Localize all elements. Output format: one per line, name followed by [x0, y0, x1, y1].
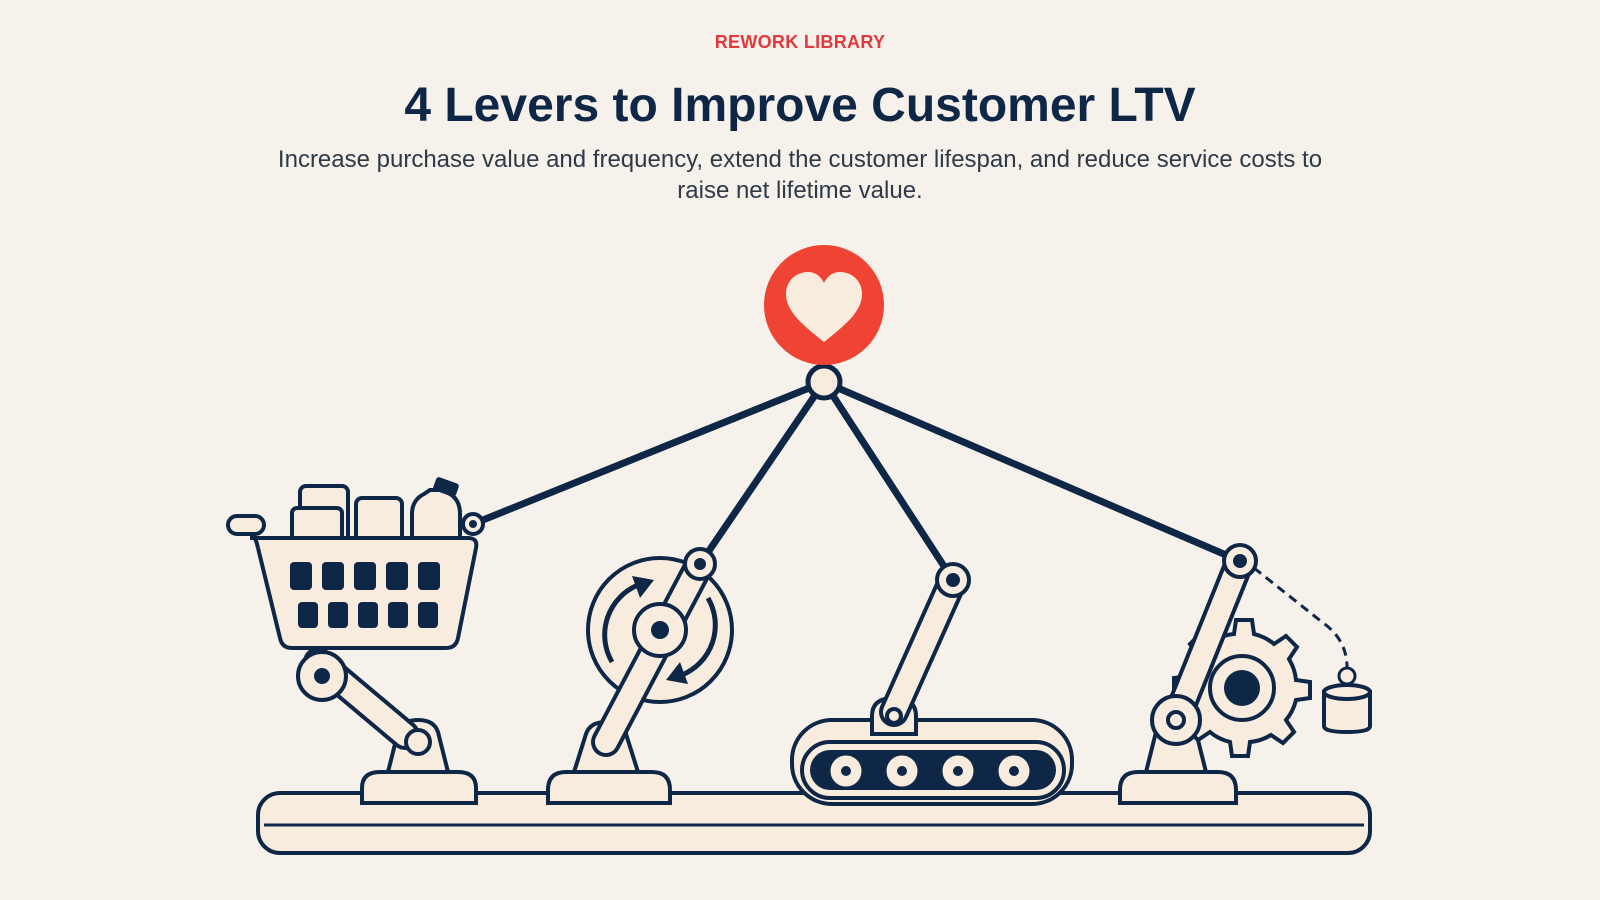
refresh-cycle-icon	[546, 547, 734, 805]
gear-weight-icon	[1118, 543, 1372, 805]
eyebrow-label: REWORK LIBRARY	[714, 32, 886, 52]
page-subtitle: Increase purchase value and frequency, e…	[277, 146, 1323, 204]
connector-lines	[469, 378, 1244, 584]
heart-icon	[764, 245, 884, 365]
page-title: 4 Levers to Improve Customer LTV	[404, 79, 1196, 132]
hub-node	[805, 363, 843, 401]
shopping-cart-icon	[226, 477, 485, 805]
conveyor-belt-icon	[790, 562, 1074, 806]
base-platform	[256, 791, 1372, 855]
